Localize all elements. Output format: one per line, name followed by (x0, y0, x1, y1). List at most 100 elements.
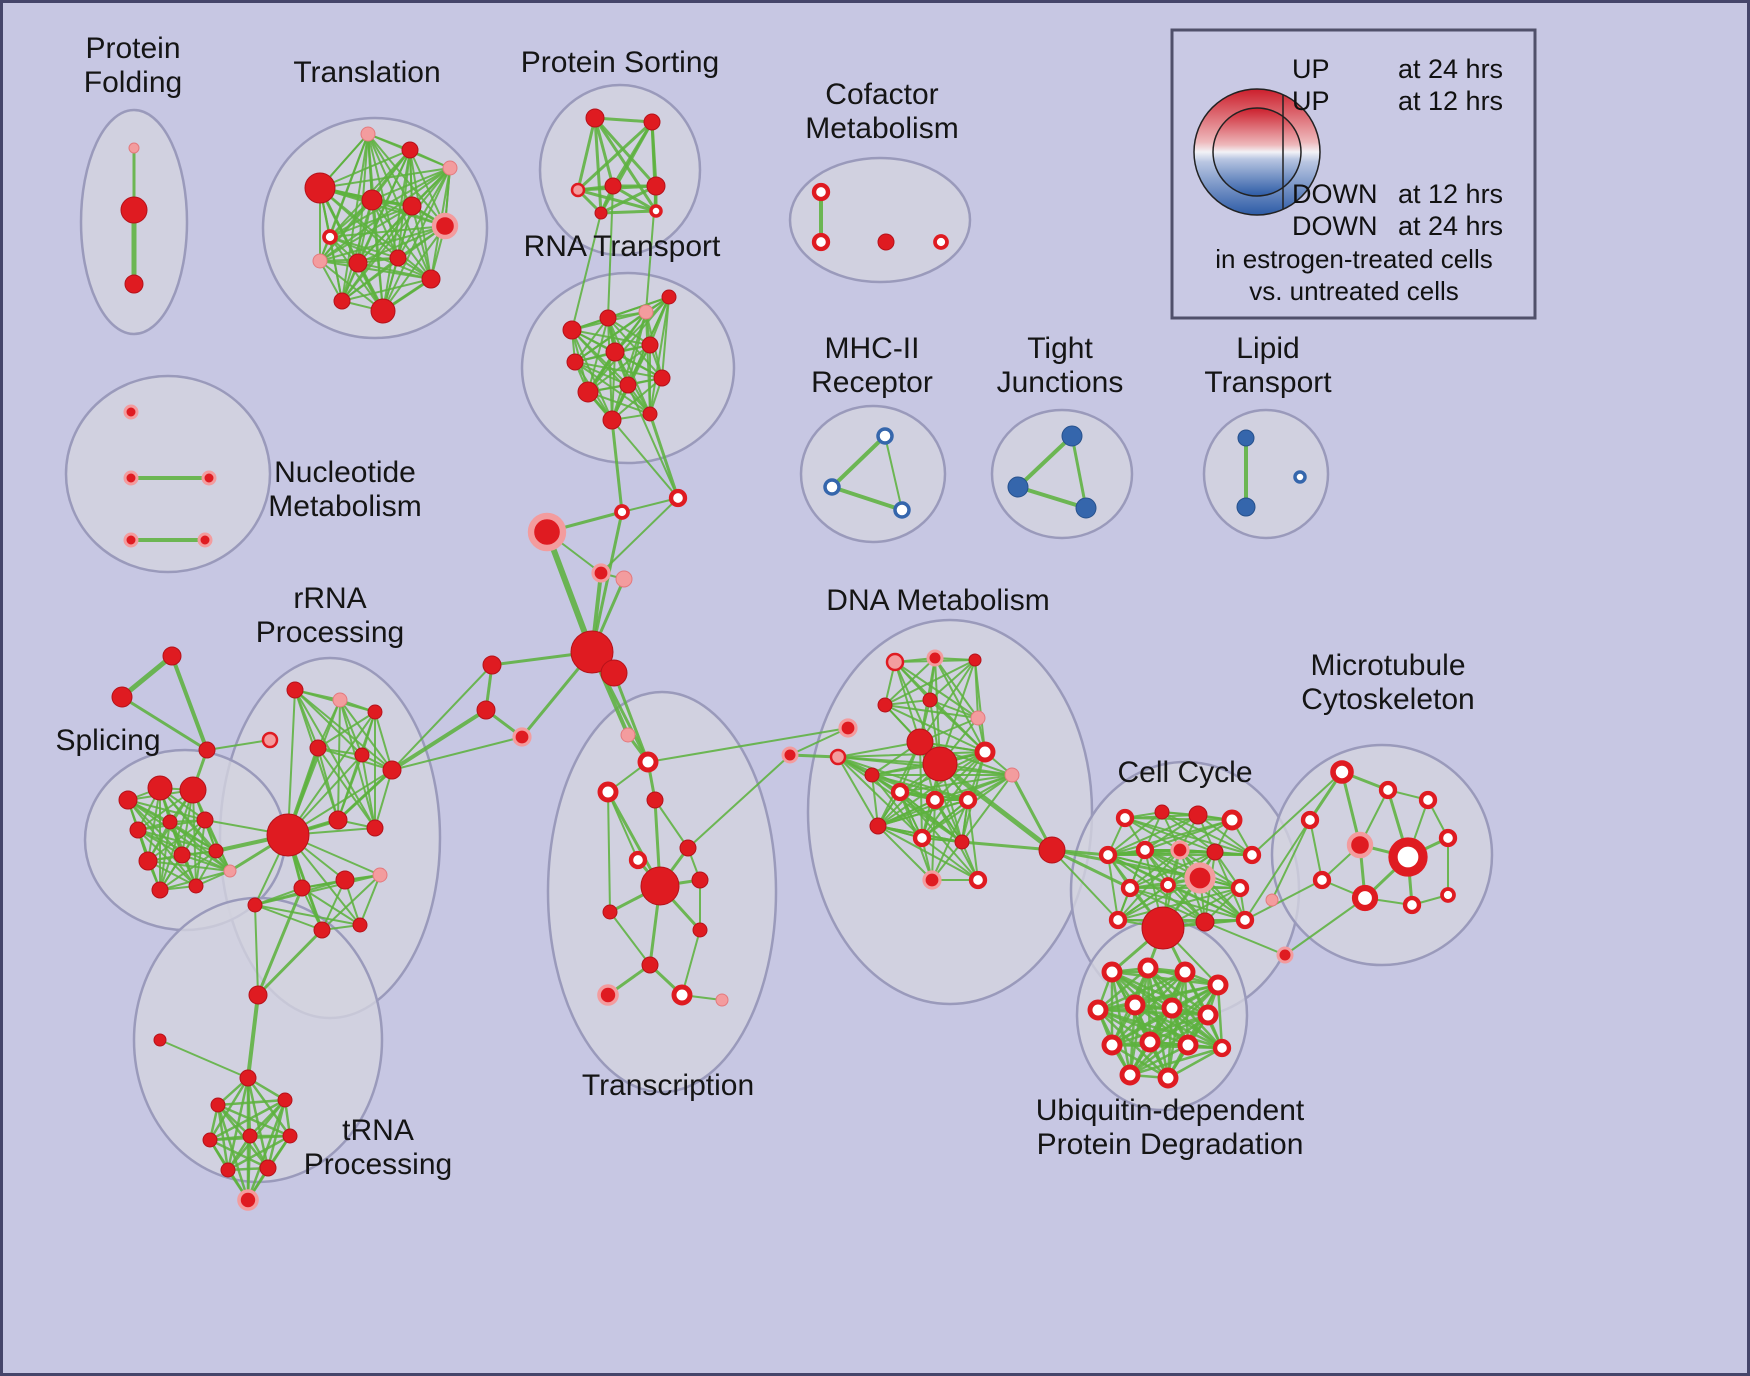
network-edge (837, 756, 879, 827)
network-node (570, 630, 614, 674)
network-node (242, 1128, 258, 1144)
network-node (402, 196, 422, 216)
network-node (197, 532, 213, 548)
network-edge (341, 257, 399, 302)
network-node (512, 727, 532, 747)
network-edge (409, 149, 432, 280)
network-node (293, 879, 311, 897)
network-node (605, 342, 625, 362)
network-edge (609, 911, 651, 966)
network-node (954, 834, 970, 850)
network-node (309, 739, 327, 757)
network-edge (391, 736, 523, 771)
network-edge (647, 727, 849, 763)
network-node (628, 850, 648, 870)
network-edge (877, 825, 979, 881)
network-node (646, 176, 666, 196)
network-edge (339, 699, 393, 771)
network-edge (789, 727, 849, 756)
network-node (389, 249, 407, 267)
network-node (974, 741, 996, 763)
network-edge (1110, 1043, 1170, 1080)
network-edge (587, 296, 670, 393)
network-edge (1204, 921, 1286, 956)
network-node (352, 917, 368, 933)
network-edge (1016, 434, 1074, 489)
network-edge (1050, 848, 1132, 890)
network-node (266, 813, 310, 857)
network-node (354, 747, 370, 763)
cluster-label-protein-sorting: Protein Sorting (521, 46, 719, 79)
network-edge (599, 184, 658, 215)
network-node (138, 851, 158, 871)
network-node (1154, 804, 1170, 820)
network-node (823, 478, 841, 496)
network-edge (607, 185, 614, 319)
network-node (527, 512, 567, 552)
network-node (615, 570, 633, 588)
network-edge (319, 225, 446, 262)
network-edge (627, 384, 679, 499)
network-edge (317, 711, 376, 749)
network-edge (1133, 983, 1220, 1007)
network-edge (967, 799, 979, 881)
network-edge (266, 1098, 287, 1170)
network-edge (587, 344, 651, 393)
network-node (1206, 843, 1224, 861)
network-node (1402, 895, 1422, 915)
network-edge (1244, 879, 1323, 921)
cluster-lipid-transport (1202, 408, 1330, 540)
network-node (591, 563, 611, 583)
network-node (619, 376, 637, 394)
network-node (1293, 470, 1307, 484)
network-edge (599, 209, 658, 215)
network-node (1207, 974, 1229, 996)
network-node (1160, 877, 1176, 893)
network-node (220, 1162, 236, 1178)
network-node (259, 1159, 277, 1177)
network-edge (337, 699, 341, 821)
cluster-mhc-ii-receptor (799, 404, 947, 544)
network-node (1230, 878, 1250, 898)
network-node (1438, 828, 1458, 848)
network-node (638, 304, 654, 320)
network-edge (254, 874, 381, 906)
network-node (208, 843, 224, 859)
cluster-label-cell-cycle: Cell Cycle (1117, 756, 1252, 789)
network-node (1235, 910, 1255, 930)
network-node (668, 488, 688, 508)
network-edge (390, 708, 488, 772)
network-node (614, 504, 630, 520)
network-node (223, 864, 237, 878)
network-edge (391, 664, 493, 771)
network-node (333, 292, 351, 310)
legend-row-time: at 24 hrs (1398, 211, 1503, 241)
network-edge (1096, 970, 1187, 1012)
network-node (640, 866, 680, 906)
network-edge (974, 659, 986, 753)
network-node (1108, 910, 1128, 930)
network-edge (357, 225, 446, 264)
network-edge (1144, 819, 1233, 851)
network-edge (1050, 848, 1202, 880)
network-node (600, 659, 628, 687)
network-node (1312, 870, 1332, 890)
network-node (1378, 780, 1398, 800)
network-node (922, 692, 938, 708)
network-edge (1096, 966, 1150, 1012)
network-edge (206, 739, 271, 751)
network-edge (610, 418, 624, 514)
network-edge (871, 774, 879, 827)
network-edge (319, 260, 432, 280)
network-edge (1110, 1013, 1210, 1047)
network-node (1174, 961, 1196, 983)
legend-row-dir: UP (1292, 86, 1330, 116)
network-node (1087, 999, 1109, 1021)
network-node (649, 204, 663, 218)
network-edge (649, 296, 670, 415)
